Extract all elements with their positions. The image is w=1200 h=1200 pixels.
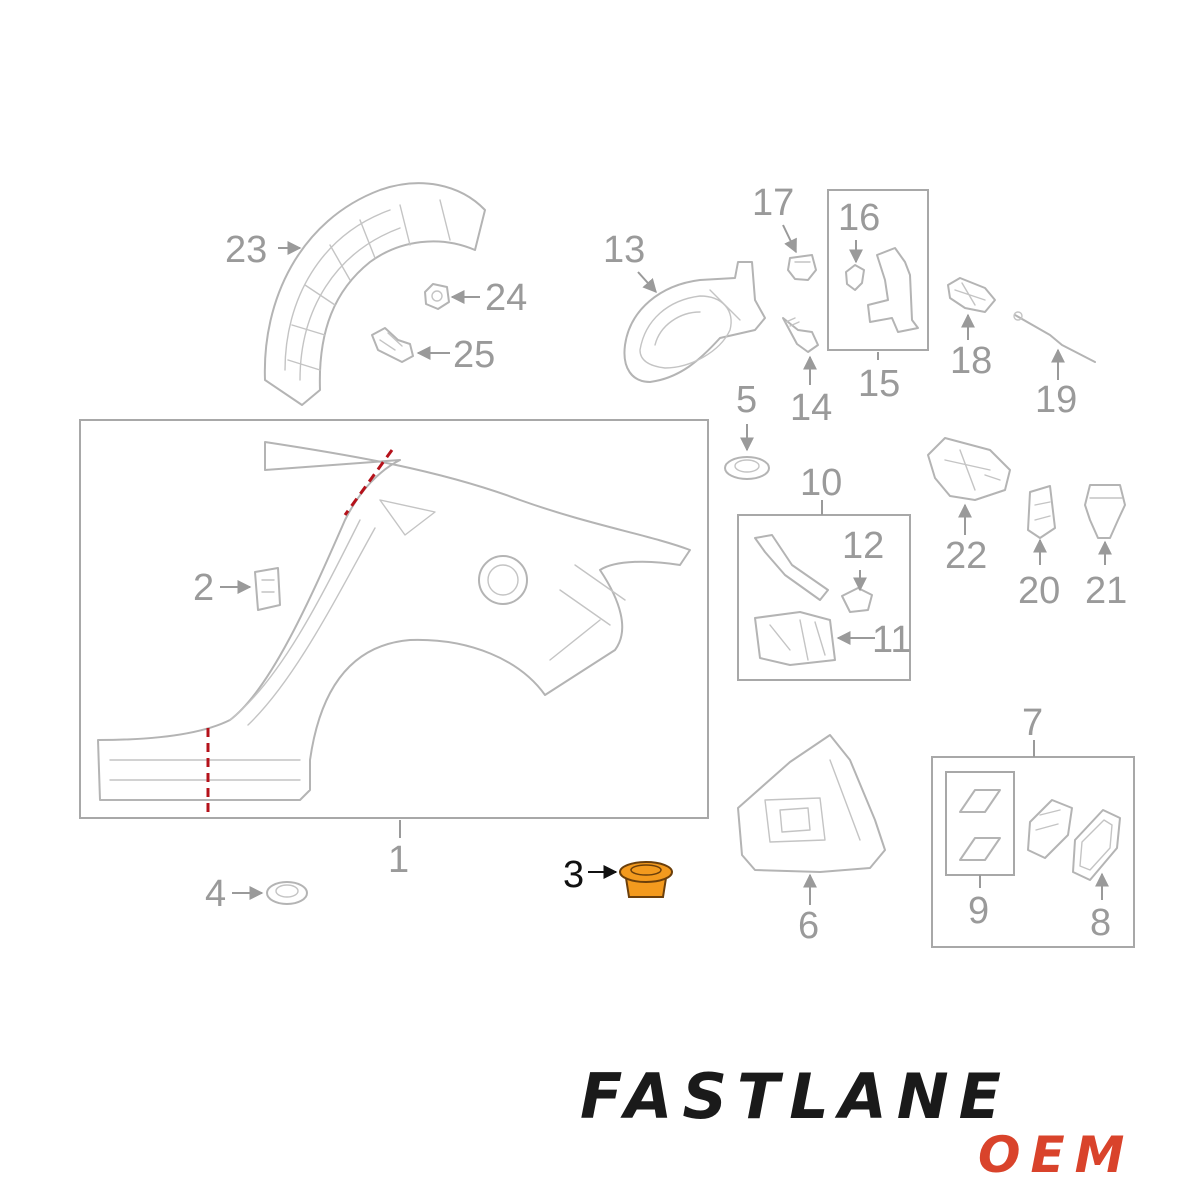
part-7-filler-door[interactable]	[1027, 799, 1073, 859]
part-13-fuel-door-housing[interactable]	[623, 261, 766, 383]
part-17-clip[interactable]	[787, 254, 817, 281]
part-20-bracket[interactable]	[1027, 485, 1056, 539]
callout-12: 12	[842, 525, 884, 567]
callout-3: 3	[563, 854, 584, 896]
callout-15: 15	[858, 363, 900, 405]
brand-name: FASTLANE	[580, 1060, 1011, 1133]
callout-18: 18	[950, 340, 992, 382]
callout-22: 22	[945, 535, 987, 577]
part-21-plug[interactable]	[1084, 484, 1126, 539]
part-1-group-box	[79, 419, 709, 819]
part-5-grommet[interactable]	[724, 456, 770, 480]
part-14-bolt[interactable]	[782, 317, 819, 353]
callout-24: 24	[485, 277, 527, 319]
callout-11: 11	[872, 619, 911, 661]
cut-line-upper	[343, 449, 394, 516]
callout-10: 10	[800, 462, 842, 504]
brand-sub: OEM	[978, 1126, 1134, 1184]
callout-23: 23	[225, 229, 267, 271]
callout-9: 9	[968, 890, 989, 932]
callout-25: 25	[453, 334, 495, 376]
part-3-plug-highlighted[interactable]	[619, 861, 673, 898]
part-12-bracket[interactable]	[841, 587, 873, 613]
part-25-push-clip[interactable]	[371, 327, 414, 363]
callout-16: 16	[838, 197, 880, 239]
part-8-gasket[interactable]	[1072, 809, 1121, 881]
part-24-clip[interactable]	[424, 283, 450, 310]
callout-19: 19	[1035, 379, 1077, 421]
part-18-latch[interactable]	[947, 277, 996, 313]
part-10-group-box	[737, 514, 911, 681]
callout-5: 5	[736, 379, 757, 421]
part-23-wheelhouse-liner[interactable]	[263, 182, 486, 406]
part-11-reinforcement[interactable]	[754, 611, 836, 666]
part-10-extension[interactable]	[754, 534, 829, 601]
part-19-cable[interactable]	[1013, 311, 1096, 363]
callout-7: 7	[1022, 702, 1043, 744]
callout-20: 20	[1018, 570, 1060, 612]
part-2-reinforcement[interactable]	[254, 567, 281, 611]
part-15-bracket[interactable]	[867, 247, 919, 333]
part-9-pads[interactable]	[959, 789, 1001, 861]
callout-21: 21	[1085, 570, 1127, 612]
callout-4: 4	[205, 873, 226, 915]
part-22-actuator[interactable]	[927, 437, 1011, 501]
part-6-inner-panel[interactable]	[737, 734, 886, 873]
callout-8: 8	[1090, 902, 1111, 944]
callout-14: 14	[790, 387, 832, 429]
part-15-group-box	[827, 189, 929, 351]
part-4-grommet[interactable]	[266, 881, 308, 905]
brand-logo: FASTLANE OEM	[580, 1060, 1134, 1184]
part-16-nut[interactable]	[845, 264, 865, 291]
callout-1: 1	[388, 839, 409, 881]
callout-13: 13	[603, 229, 645, 271]
callout-6: 6	[798, 905, 819, 947]
part-1-quarter-panel[interactable]	[97, 441, 691, 801]
callout-2: 2	[193, 567, 214, 609]
callout-17: 17	[752, 182, 794, 224]
